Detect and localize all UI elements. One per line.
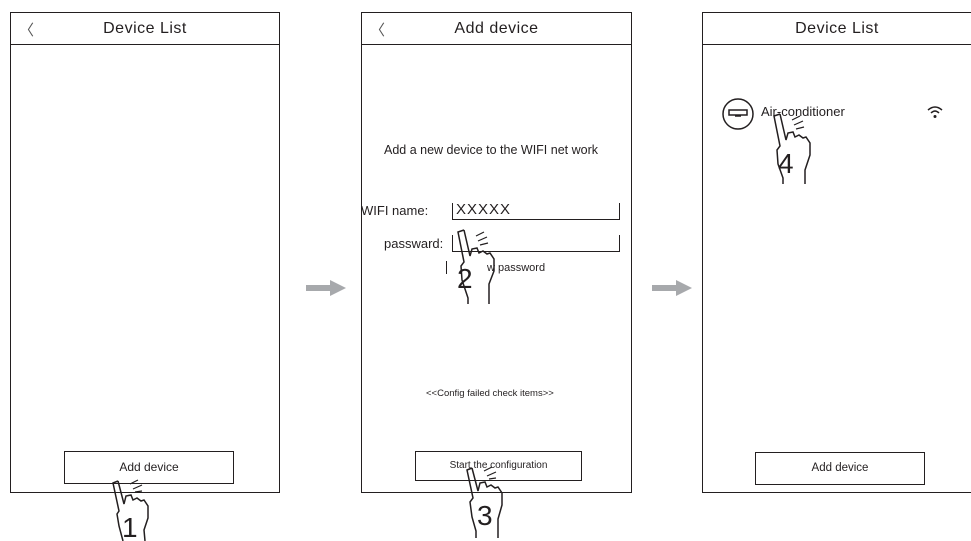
config-failed-link[interactable]: <<Config failed check items>> xyxy=(426,388,554,399)
pointing-hand-icon: 2 xyxy=(457,229,495,304)
pointing-hand-icon: 1 xyxy=(112,479,149,541)
title-bar: Device List xyxy=(703,13,971,45)
wifi-name-field[interactable]: XXXXX xyxy=(452,201,620,220)
wifi-name-value: XXXXX xyxy=(456,201,512,218)
page-title: Add device xyxy=(454,20,539,37)
pointing-hand-icon: 3 xyxy=(466,466,503,538)
device-list-item[interactable]: Air-conditioner xyxy=(713,97,963,137)
show-password-checkbox[interactable] xyxy=(446,261,457,274)
show-password-label: w password xyxy=(487,262,546,274)
screen-device-list-added: Device List Air-conditioner Add device xyxy=(702,12,971,493)
wifi-icon xyxy=(927,106,943,118)
password-field[interactable] xyxy=(452,235,620,252)
pointing-hand-icon: 4 xyxy=(773,113,811,184)
password-label: passward: xyxy=(384,236,444,251)
arrow-right-icon xyxy=(306,280,346,296)
chevron-left-icon[interactable]: 〈 xyxy=(19,22,35,39)
step-number: 4 xyxy=(778,148,794,179)
title-bar: 〈 Add device xyxy=(362,13,631,45)
instruction-text: Add a new device to the WIFI net work xyxy=(384,143,598,157)
step-number: 2 xyxy=(457,263,473,294)
step-number: 3 xyxy=(477,500,493,531)
add-device-button[interactable]: Add device xyxy=(755,452,925,485)
page-title: Device List xyxy=(795,20,879,37)
title-bar: 〈 Device List xyxy=(11,13,279,45)
wifi-name-label: WIFI name: xyxy=(361,203,429,218)
step-number: 1 xyxy=(122,512,138,541)
screen-device-list-empty: 〈 Device List Add device xyxy=(10,12,280,493)
page-title: Device List xyxy=(103,20,187,37)
chevron-left-icon[interactable]: 〈 xyxy=(370,22,386,39)
start-configuration-button[interactable]: Start the configuration xyxy=(415,451,582,481)
screen-add-device: 〈 Add device Add a new device to the WIF… xyxy=(361,12,632,493)
air-conditioner-icon xyxy=(722,98,754,130)
arrow-right-icon xyxy=(652,280,692,296)
device-name: Air-conditioner xyxy=(761,104,845,119)
add-device-button[interactable]: Add device xyxy=(64,451,234,484)
